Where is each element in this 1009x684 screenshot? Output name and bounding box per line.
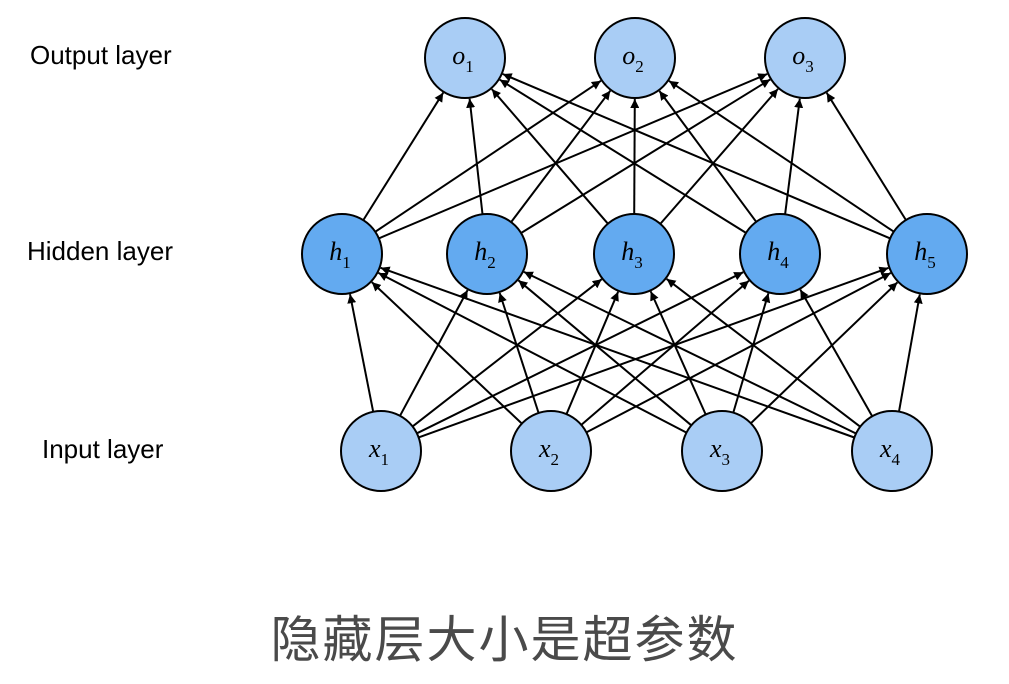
node-h1: h1 [301, 213, 383, 295]
edge-h1-to-o3 [378, 73, 768, 240]
edge-h5-to-o1 [502, 73, 891, 240]
edge-h2-to-o3 [520, 78, 771, 234]
node-x4: x4 [851, 410, 933, 492]
edge-x1-to-h4 [416, 271, 744, 435]
node-circle [764, 17, 846, 99]
edge-h3-to-o3 [659, 88, 779, 225]
edge-h5-to-o2 [668, 80, 895, 233]
edge-h4-to-o1 [499, 78, 747, 234]
edge-x1-to-h5 [418, 266, 889, 439]
node-h4: h4 [739, 213, 821, 295]
edge-x2-to-h1 [371, 281, 523, 425]
edge-h1-to-o2 [374, 79, 602, 233]
node-circle [681, 410, 763, 492]
node-circle [851, 410, 933, 492]
node-h5: h5 [886, 213, 968, 295]
node-circle [340, 410, 422, 492]
edge-x3-to-h5 [750, 281, 899, 425]
node-x1: x1 [340, 410, 422, 492]
node-circle [301, 213, 383, 295]
node-x2: x2 [510, 410, 592, 492]
node-h3: h3 [593, 213, 675, 295]
edge-h2-to-o1 [466, 98, 484, 215]
node-x3: x3 [681, 410, 763, 492]
output-layer-label: Output layer [30, 40, 172, 70]
edge-x3-to-h4 [732, 293, 771, 413]
edge-x2-to-h5 [585, 272, 892, 434]
edge-h2-to-o2 [510, 90, 612, 223]
input-layer-label: Input layer [42, 434, 164, 464]
node-circle [510, 410, 592, 492]
nodes-group: x1 x2 x3 x4 h1 h2 h3 h4 h5 o1 o2 o3 [301, 17, 968, 492]
connections-group [347, 73, 923, 439]
edge-x3-to-h3 [649, 290, 707, 415]
edge-x1-to-h2 [399, 289, 469, 417]
edge-x4-to-h1 [380, 266, 855, 439]
edge-x4-to-h4 [799, 289, 874, 417]
caption: 隐藏层大小是超参数 [270, 611, 739, 669]
edge-x1-to-h1 [347, 294, 375, 412]
node-o2: o2 [594, 17, 676, 99]
edge-x4-to-h3 [665, 278, 861, 428]
edge-h5-to-o3 [825, 92, 907, 221]
edge-x1-to-h3 [411, 278, 603, 428]
node-circle [593, 213, 675, 295]
edge-x3-to-h2 [517, 279, 692, 427]
node-circle [739, 213, 821, 295]
edge-h4-to-o2 [658, 90, 758, 223]
edge-h3-to-o1 [491, 88, 609, 225]
edge-x4-to-h2 [523, 271, 857, 435]
edge-x2-to-h3 [565, 291, 620, 415]
node-circle [886, 213, 968, 295]
node-o1: o1 [424, 17, 506, 99]
edge-x2-to-h4 [580, 279, 750, 426]
node-circle [446, 213, 528, 295]
edge-x4-to-h5 [898, 294, 923, 412]
node-o3: o3 [764, 17, 846, 99]
edge-x3-to-h1 [377, 272, 687, 434]
node-h2: h2 [446, 213, 528, 295]
edge-h3-to-o2 [630, 98, 640, 215]
node-circle [594, 17, 676, 99]
node-circle [424, 17, 506, 99]
hidden-layer-label: Hidden layer [27, 236, 173, 266]
edge-h1-to-o1 [362, 92, 445, 221]
